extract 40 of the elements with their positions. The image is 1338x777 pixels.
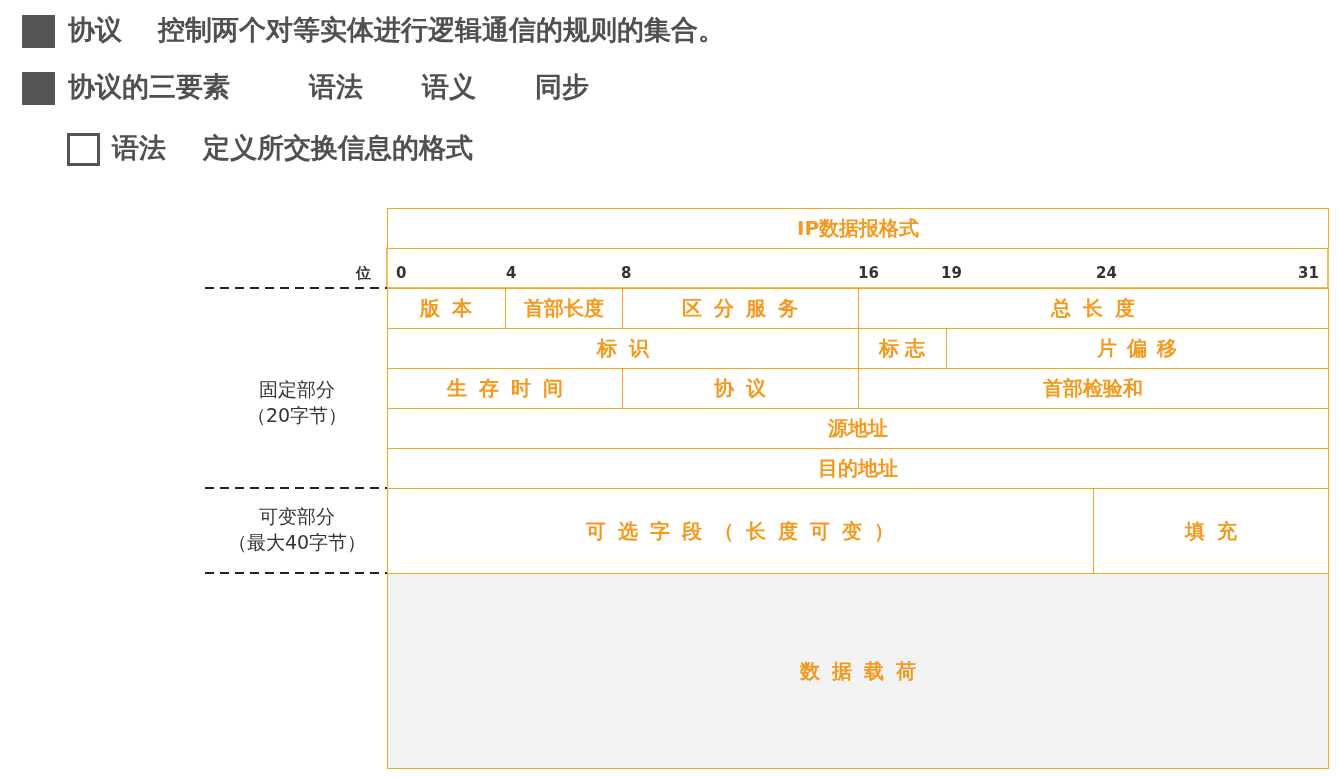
- bit-tick: 4: [506, 263, 517, 283]
- bit-tick: 8: [621, 263, 632, 283]
- heading-text: 语法: [112, 131, 166, 165]
- element-text: 同步: [535, 70, 589, 104]
- heading-text: 协议: [68, 13, 122, 47]
- field-label: 源地址: [828, 415, 888, 442]
- field-label: 目的地址: [818, 455, 898, 482]
- field-label: 协议: [713, 375, 779, 402]
- table-title-cell: [387, 208, 1329, 249]
- field-label: 总长度: [1049, 295, 1148, 322]
- field-label: 可选字段（长度可变）: [585, 517, 907, 545]
- field-label: 填充: [1183, 517, 1249, 545]
- field-label: 首部长度: [523, 295, 604, 322]
- bit-tick: 19: [941, 263, 962, 283]
- element-text: 语义: [422, 70, 476, 104]
- heading-text: 协议的三要素: [68, 70, 230, 104]
- header-field: [387, 408, 1329, 449]
- field-label: 数据载荷: [799, 657, 928, 685]
- payload-field: [387, 573, 1329, 769]
- field-label: IP数据报格式: [796, 215, 920, 242]
- header-field: [857, 288, 1329, 329]
- element-text: 语法: [309, 70, 363, 104]
- bit-tick: 31: [1298, 263, 1319, 283]
- bit-tick: 0: [396, 263, 407, 283]
- section-label: 固定部分（20字节）: [246, 377, 348, 428]
- definition-text: 控制两个对等实体进行逻辑通信的规则的集合。: [158, 13, 725, 47]
- header-field: [387, 288, 506, 329]
- field-label: 生存时间: [445, 375, 576, 402]
- definition-text: 定义所交换信息的格式: [203, 131, 473, 165]
- field-label: 区分服务: [681, 295, 811, 322]
- field-label: 首部检验和: [1043, 375, 1144, 402]
- field-label: 版本: [419, 295, 485, 322]
- bit-tick: 24: [1096, 263, 1117, 283]
- field-label: 标志: [877, 335, 932, 362]
- header-field: [387, 448, 1329, 489]
- section-label: 可变部分（最大40字节）: [227, 504, 367, 555]
- field-label: 片偏移: [1096, 335, 1188, 362]
- bit-tick: 16: [858, 263, 879, 283]
- axis-label: 位: [356, 263, 371, 283]
- field-label: 标识: [595, 335, 661, 362]
